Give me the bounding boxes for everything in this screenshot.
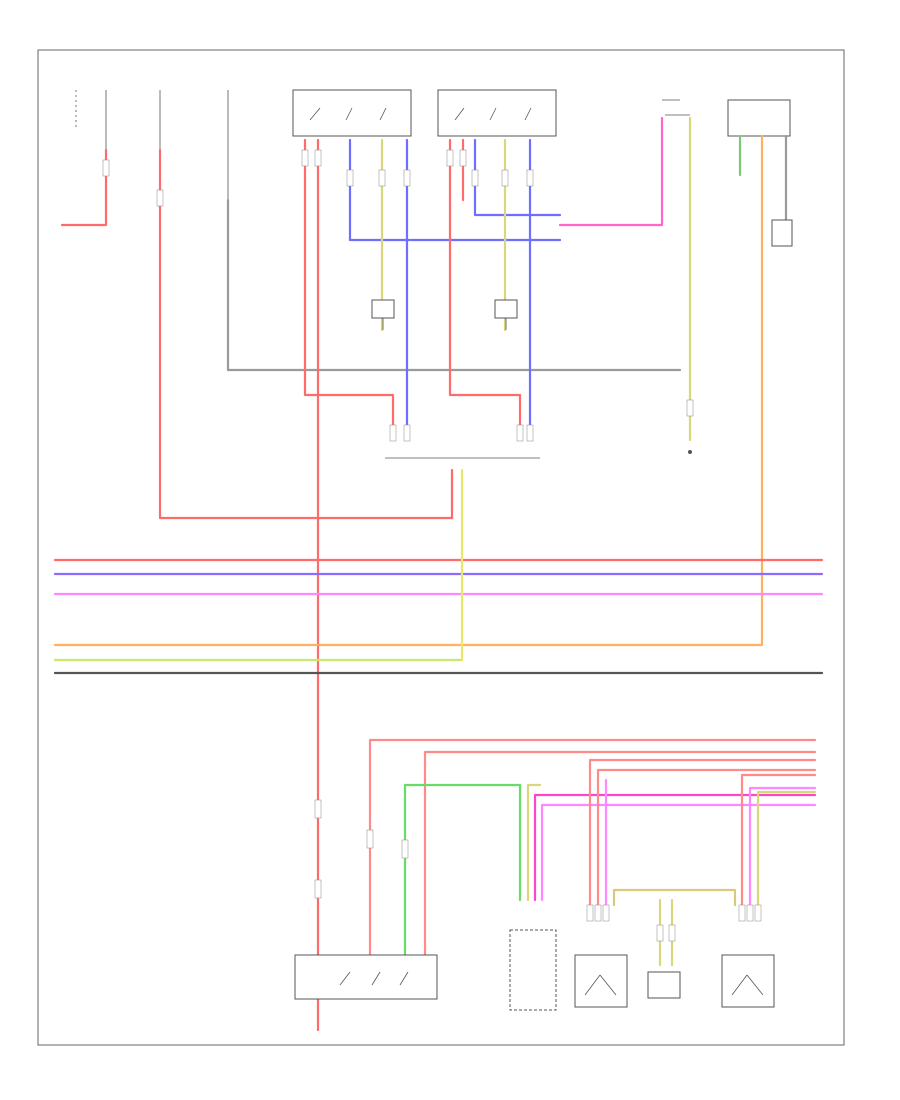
module-top-right — [727, 99, 791, 137]
relay-right — [437, 89, 557, 137]
left-motor-red — [588, 758, 817, 907]
red-wire-2 — [158, 148, 454, 520]
relay-right-blue — [473, 138, 562, 217]
module-sensor — [771, 219, 793, 247]
bus-lines — [53, 558, 824, 675]
fuse-feeds — [75, 90, 229, 370]
right-motor-orange — [756, 790, 817, 907]
switch-top-right — [662, 99, 690, 116]
relay-right-red-a — [448, 138, 522, 442]
ground-point-top — [688, 450, 692, 454]
lower-left-module — [294, 954, 438, 1000]
lower-connector-block — [509, 929, 557, 1011]
lower-green-wire — [403, 783, 522, 962]
lower-red-loop-2 — [423, 750, 817, 962]
connector-pins — [102, 149, 762, 942]
lower-magenta-wire-2 — [540, 803, 817, 902]
right-motor — [721, 954, 775, 1008]
red-wire-1 — [60, 148, 108, 227]
left-motor-red-2 — [596, 768, 817, 907]
relay-left-red-a — [303, 138, 395, 442]
switch-pink-wire — [558, 116, 664, 227]
horn-right — [494, 299, 518, 330]
relay-left — [292, 89, 412, 137]
diagram-frame — [37, 49, 845, 1046]
right-motor-pink — [748, 786, 817, 907]
lower-magenta-wire — [533, 793, 817, 902]
left-motor — [574, 954, 628, 1008]
lower-orange-wire — [526, 783, 542, 902]
module-orange-wire — [53, 134, 764, 647]
horn-left — [371, 299, 395, 330]
motor-interconnect — [612, 888, 737, 907]
center-sensor — [647, 971, 681, 999]
lower-red-loop — [368, 738, 817, 962]
right-motor-red — [740, 773, 817, 907]
